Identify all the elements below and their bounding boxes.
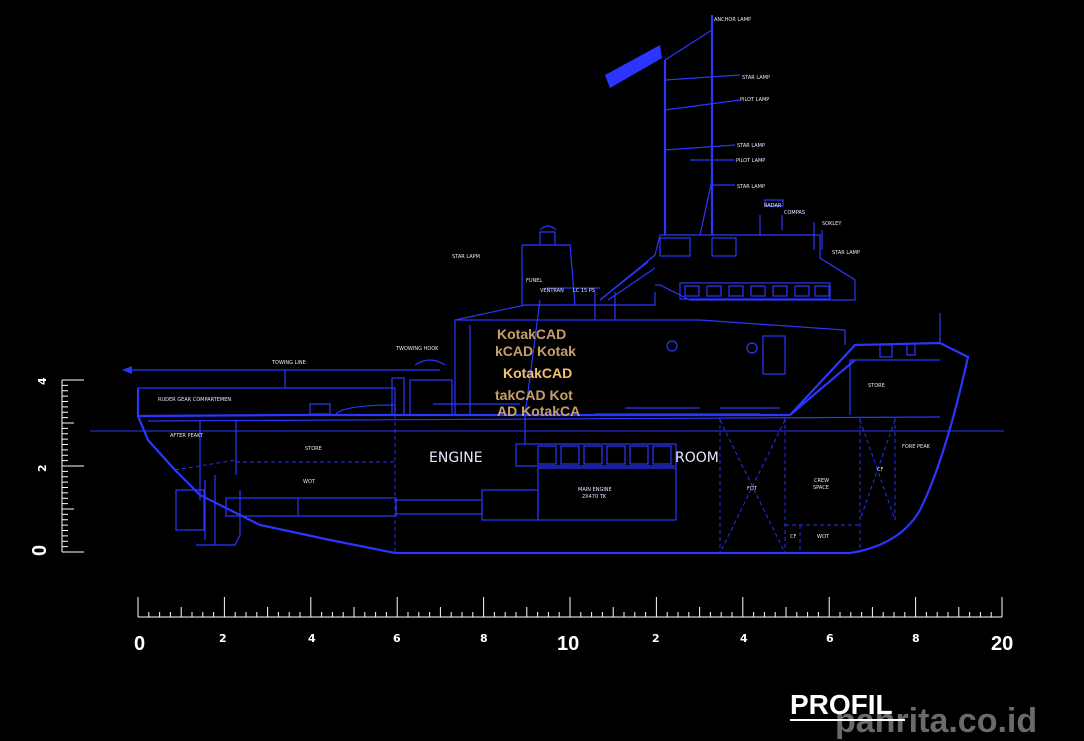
label-after-peak: AFTER PEAKT <box>170 433 204 439</box>
label-room: ROOM <box>675 450 719 466</box>
label-fot: FOT <box>747 486 758 492</box>
label-store-fwd: STORE <box>868 383 885 389</box>
label-anchor-lamp: ANCHOR LAMP <box>714 17 751 23</box>
hull <box>136 341 970 555</box>
superstructure <box>309 225 941 416</box>
label-radar: RADAR <box>764 203 782 209</box>
label-ruder-gear: RUDER GEAR COMPARTEMEN <box>158 397 231 403</box>
hscale-label-6a: 6 <box>393 632 401 645</box>
towing-line <box>122 366 440 388</box>
hscale-label-0: 0 <box>134 633 145 655</box>
label-towing-line: TOWING LINE <box>271 360 306 366</box>
label-engine: ENGINE <box>429 450 483 466</box>
hscale-label-2b: 2 <box>652 632 660 645</box>
hscale-label-8a: 8 <box>480 632 488 645</box>
label-star-lamp-2: STAR LAMP <box>737 143 765 149</box>
drawing-labels: ANCHOR LAMP STAR LAMP PILOT LAMP STAR LA… <box>158 17 931 540</box>
label-main-engine-type: 2X470 TK <box>582 494 607 500</box>
label-cf-2: CF <box>790 534 796 540</box>
kotakcad-stamp: KotakCAD kCAD Kotak KotakCAD takCAD Kot … <box>495 326 580 419</box>
label-store-aft: STORE <box>305 446 322 452</box>
hscale-label-4a: 4 <box>308 632 316 645</box>
vscale-label-0: 0 <box>29 545 51 556</box>
label-star-lamp-3: STAR LAMP <box>737 184 765 190</box>
drawing-title: PROFIL <box>790 689 893 720</box>
label-sokley: SOKLEY <box>822 221 842 227</box>
label-main-engine: MAIN ENGINE <box>578 487 612 493</box>
vertical-scale <box>61 379 84 553</box>
hscale-label-2a: 2 <box>219 632 227 645</box>
propulsion <box>175 415 677 546</box>
label-star-lamp-4: STAR LAMP <box>832 250 860 256</box>
hscale-label-8b: 8 <box>912 632 920 645</box>
mast <box>605 15 823 250</box>
hscale-label-20: 20 <box>991 633 1013 655</box>
label-ventran: VENTRAN <box>540 288 564 294</box>
vscale-label-2: 2 <box>36 464 49 472</box>
label-cf-1: CF <box>877 467 883 473</box>
stamp-line-2: kCAD Kotak <box>495 343 576 359</box>
hscale-label-10: 10 <box>557 633 579 655</box>
label-pilot-lamp-2: PILOT LAMP <box>736 158 765 164</box>
label-funel: FUNEL <box>526 278 542 284</box>
label-wot-fwd: WOT <box>817 534 830 540</box>
hscale-label-4b: 4 <box>740 632 748 645</box>
label-star-lapm: STAR LAPM <box>452 254 480 260</box>
label-space: SPACE <box>813 485 829 491</box>
label-pilot-lamp-1: PILOT LAMP <box>740 97 769 103</box>
label-lc: LC 15 PS <box>573 288 595 294</box>
stamp-line-3: KotakCAD <box>503 365 572 381</box>
label-compas: COMPAS <box>784 210 805 216</box>
label-crew: CREW <box>814 478 829 484</box>
label-towing-hook: TWOWING HOOK <box>395 346 439 352</box>
hscale-label-6b: 6 <box>826 632 834 645</box>
label-wot-aft: WOT <box>303 479 316 485</box>
label-star-lamp-1: STAR LAMP <box>742 75 770 81</box>
label-fore-peak: FORE PEAK <box>902 444 931 450</box>
vscale-label-4: 4 <box>36 377 49 385</box>
stamp-line-5: AD KotakCA <box>497 403 580 419</box>
stamp-line-1: KotakCAD <box>497 326 566 342</box>
stamp-line-4: takCAD Kot <box>495 387 573 403</box>
horizontal-scale <box>137 597 1003 618</box>
